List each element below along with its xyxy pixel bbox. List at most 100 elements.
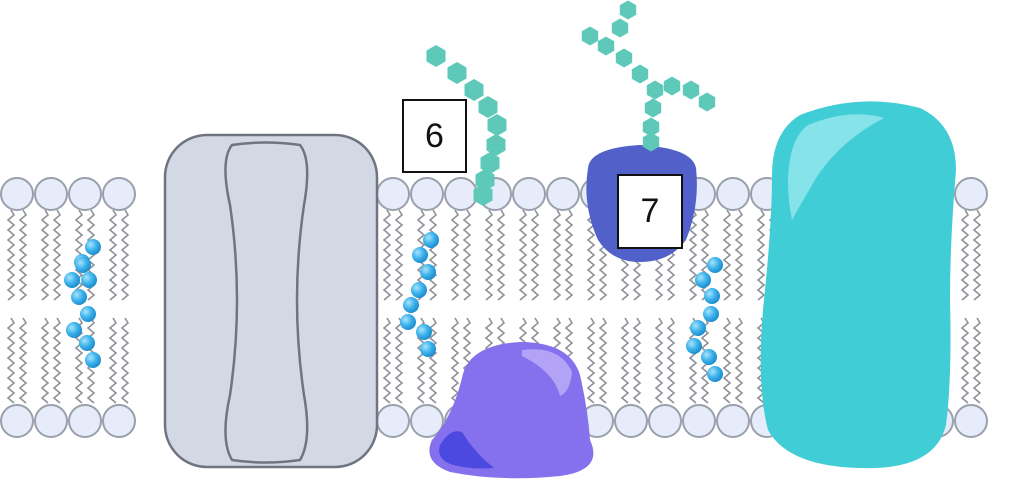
lipid-head [410, 404, 444, 438]
lipid-tail [40, 209, 50, 301]
lipid-tail [52, 209, 62, 301]
sugar-hexagon [581, 26, 599, 46]
cholesterol-bead [411, 282, 427, 298]
lipid-tail [620, 317, 630, 404]
lipid-tail [960, 317, 970, 404]
cholesterol-bead [71, 289, 87, 305]
cholesterol-bead [690, 320, 706, 336]
lipid-tail [428, 317, 438, 404]
label-6-text: 6 [425, 116, 444, 155]
cholesterol-bead [400, 314, 416, 330]
label-7-text: 7 [640, 192, 660, 230]
lipid-head [68, 404, 102, 438]
cholesterol-bead [707, 257, 723, 273]
lipid-head [34, 177, 68, 211]
lipid-tail [666, 317, 676, 404]
sugar-hexagon [475, 169, 495, 191]
sugar-hexagon [698, 92, 716, 112]
lipid-tail [18, 209, 28, 301]
lipid-head [444, 177, 478, 211]
lipid-tail [722, 317, 732, 404]
lipid-tail [120, 317, 130, 404]
lipid-tail [394, 317, 404, 404]
sugar-hexagon [487, 114, 507, 136]
cholesterol-bead [79, 335, 95, 351]
sugar-hexagon [619, 0, 637, 20]
lipid-tail [518, 209, 528, 301]
cholesterol-bead [64, 272, 80, 288]
cholesterol-bead [704, 288, 720, 304]
lipid-tail [734, 209, 744, 301]
sugar-hexagon [682, 80, 700, 100]
cholesterol-bead [707, 366, 723, 382]
lipid-head [648, 404, 682, 438]
lipid-head [512, 177, 546, 211]
lipid-tail [688, 209, 698, 301]
lipid-head [102, 177, 136, 211]
sugar-hexagon [615, 48, 633, 68]
cholesterol-bead [423, 232, 439, 248]
sugar-hexagon [663, 76, 681, 96]
lipid-tail [18, 317, 28, 404]
lipid-tail [6, 317, 16, 404]
cholesterol-bead [85, 352, 101, 368]
cholesterol-bead [85, 239, 101, 255]
lipid-tail [552, 209, 562, 301]
lipid-tail [428, 209, 438, 301]
lipid-tail [382, 209, 392, 301]
lipid-tail [450, 209, 460, 301]
sugar-hexagon [597, 36, 615, 56]
lipid-head [410, 177, 444, 211]
lipid-tail [756, 209, 766, 301]
label-7: 7 [617, 174, 683, 249]
cholesterol-bead [412, 247, 428, 263]
sugar-hexagon [631, 64, 649, 84]
lipid-tail [598, 317, 608, 404]
lipid-tail [108, 317, 118, 404]
lipid-tail [450, 317, 460, 404]
lipid-head [0, 177, 34, 211]
lipid-tail [654, 317, 664, 404]
lipid-tail [40, 317, 50, 404]
sugar-hexagon [642, 117, 660, 137]
label-6: 6 [402, 99, 467, 173]
glycolipid-carbohydrate-chain [426, 45, 507, 206]
sugar-hexagon [426, 45, 446, 67]
cholesterol-bead [695, 272, 711, 288]
lipid-head [716, 177, 750, 211]
lipid-tail [530, 209, 540, 301]
cholesterol-bead [80, 306, 96, 322]
lipid-tail [484, 209, 494, 301]
sugar-hexagon [473, 184, 493, 206]
cholesterol-bead [420, 341, 436, 357]
lipid-head [102, 404, 136, 438]
sugar-hexagon [646, 80, 664, 100]
lipid-head [954, 177, 988, 211]
cholesterol-molecules [64, 232, 723, 382]
sugar-hexagon [478, 96, 498, 118]
lipid-head [376, 404, 410, 438]
lipid-head [376, 177, 410, 211]
sugar-hexagon [480, 152, 500, 174]
lipid-tail [6, 209, 16, 301]
lipid-head [0, 404, 34, 438]
lipid-tail [108, 209, 118, 301]
lipid-tail [462, 209, 472, 301]
cholesterol-bead [66, 322, 82, 338]
lipid-tail [734, 317, 744, 404]
lipid-tail [496, 209, 506, 301]
lipid-head [614, 404, 648, 438]
sugar-hexagon [447, 62, 467, 84]
lipid-tail [972, 317, 982, 404]
cholesterol-bead [686, 338, 702, 354]
lipid-tail [382, 317, 392, 404]
cholesterol-bead [75, 257, 91, 273]
integral-protein [760, 101, 956, 469]
cholesterol-bead [403, 297, 419, 313]
cholesterol-bead [416, 324, 432, 340]
lipid-tail [586, 317, 596, 404]
lipid-head [546, 177, 580, 211]
sugar-hexagon [464, 79, 484, 101]
lipid-tail [632, 317, 642, 404]
